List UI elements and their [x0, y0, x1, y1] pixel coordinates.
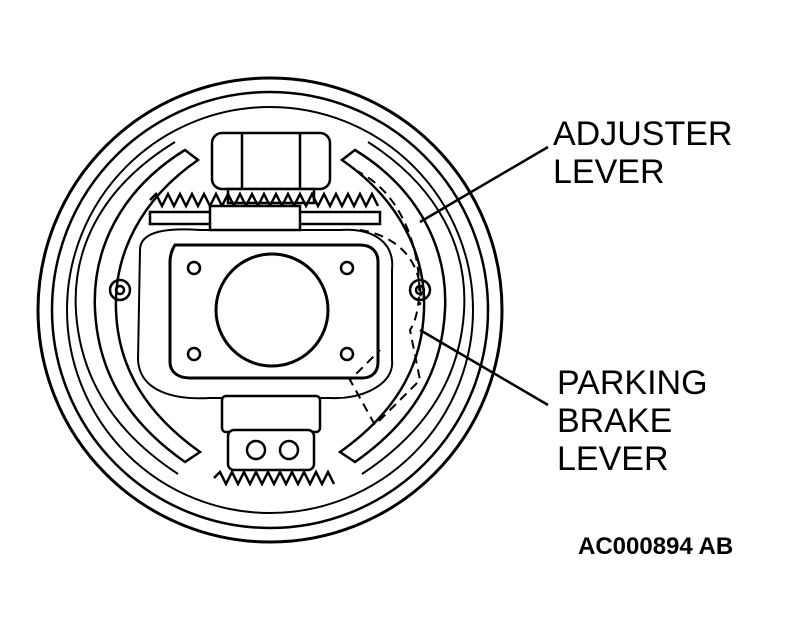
hub-bore	[214, 252, 330, 368]
hub-bolt-hole	[339, 260, 355, 276]
parking-brake-lever-label-line-3: LEVER	[557, 440, 669, 478]
parking-brake-lever-label-line-1: PARKING	[557, 364, 708, 402]
right-shoe-lining	[361, 141, 466, 475]
anchor-block	[220, 394, 322, 434]
parking-brake-lever-hidden	[348, 169, 422, 427]
backing-plate-flange	[66, 106, 474, 514]
lower-return-spring	[213, 469, 336, 487]
left-hold-down-pin	[108, 278, 132, 302]
backing-plate-inner-rim	[50, 90, 490, 530]
right-hold-down-pin	[408, 278, 432, 302]
adjuster-lever-label-line-2: LEVER	[553, 153, 665, 191]
left-brake-shoe	[93, 148, 203, 464]
backing-plate-outer-rim	[36, 76, 504, 544]
adjuster-lever-label: ADJUSTER LEVER	[553, 115, 732, 191]
anchor-plate	[226, 428, 316, 472]
hub-bolt-hole	[186, 260, 202, 276]
parking-brake-lever-label: PARKING BRAKE LEVER	[557, 364, 708, 478]
wheel-cylinder	[210, 131, 332, 191]
left-shoe-lining	[74, 141, 179, 475]
parking-brake-lever-leader	[419, 328, 549, 407]
hub-flange-outline	[136, 228, 394, 400]
figure-reference-code: AC000894 AB	[578, 533, 734, 560]
adjuster-lever-label-line-1: ADJUSTER	[553, 115, 733, 153]
hub-flange	[168, 243, 380, 380]
upper-return-spring	[149, 191, 380, 209]
adjuster-lever-leader	[419, 145, 549, 224]
parking-brake-lever-label-line-2: BRAKE	[557, 402, 673, 440]
hub-bolt-hole	[339, 346, 355, 362]
hub-bolt-hole	[186, 346, 202, 362]
